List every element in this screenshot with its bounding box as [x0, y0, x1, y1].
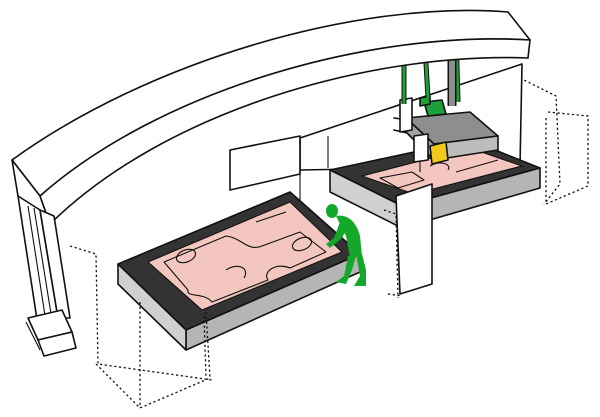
worker-figure-icon [326, 204, 366, 286]
middle-pillar [383, 183, 433, 299]
rear-cutting-table [329, 139, 541, 229]
left-support-column [17, 195, 77, 357]
cutting-head-icon [413, 133, 449, 172]
front-cutting-table [117, 191, 361, 351]
front-dashed-enclosure [69, 245, 213, 409]
arched-canopy [11, 9, 531, 225]
middle-wall [229, 135, 301, 206]
right-dashed-enclosure [519, 77, 589, 205]
